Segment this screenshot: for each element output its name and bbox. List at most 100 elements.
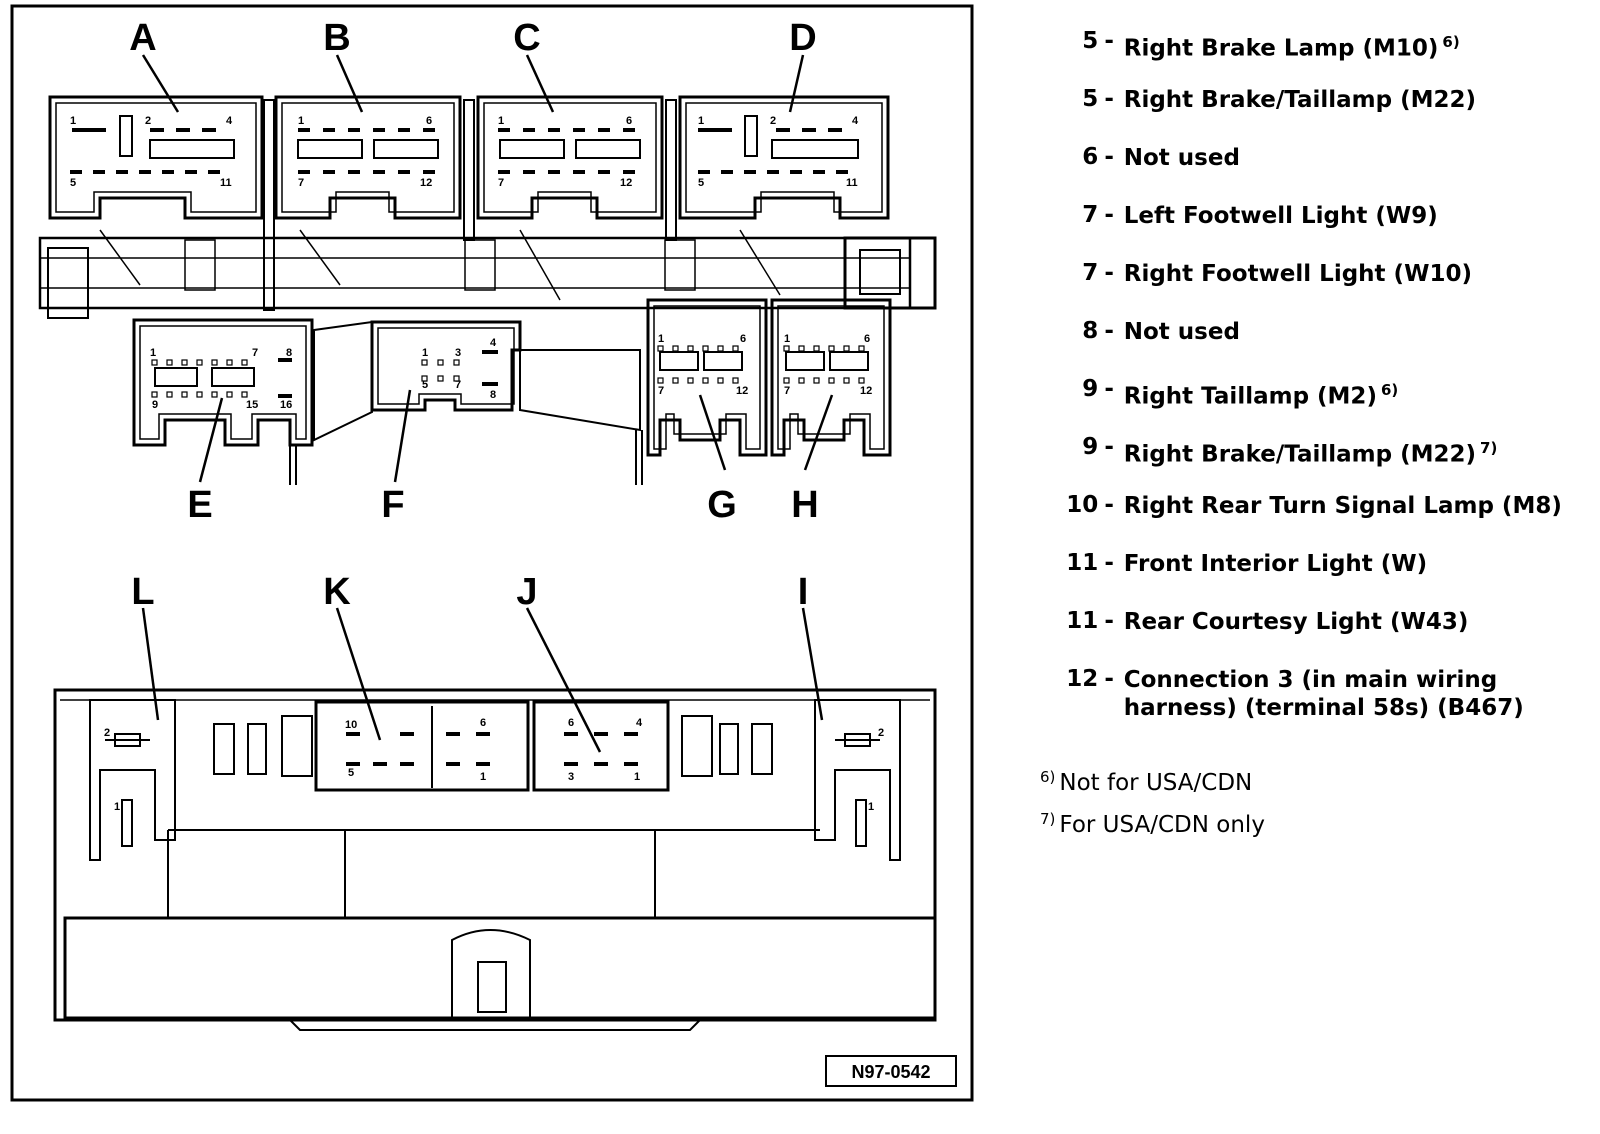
pin-k-5: 5	[348, 767, 354, 779]
legend-description-text: Rear Courtesy Light (W43)	[1123, 609, 1469, 635]
pin-slot	[598, 170, 610, 174]
pin-a-5: 5	[70, 177, 76, 189]
pin-slot	[594, 732, 608, 736]
footnote-text: Not for USA/CDN	[1059, 770, 1253, 796]
pin-slot	[798, 377, 805, 384]
pin-k-10: 10	[345, 719, 357, 731]
legend-item: 7-Right Footwell Light (W10)	[1040, 260, 1600, 318]
pin-c-12: 12	[620, 177, 632, 189]
legend-number: 12	[1066, 666, 1099, 692]
letter-b: B	[323, 17, 350, 59]
pin-e-16: 16	[280, 399, 292, 411]
letter-j: J	[516, 571, 537, 613]
pin-j-1: 1	[634, 771, 640, 783]
pin-slot	[373, 128, 385, 132]
pin-slot	[732, 345, 739, 352]
pin-slot	[687, 377, 694, 384]
pin-slot	[732, 377, 739, 384]
pin-slot	[802, 128, 816, 132]
pin-slot	[346, 762, 360, 766]
legend-description: Right Brake/Taillamp (M22)7)	[1124, 434, 1600, 469]
legend-description-text: Connection 3 (in main wiring harness) (t…	[1123, 667, 1524, 721]
pin-slot	[298, 128, 310, 132]
legend-description: Right Brake/Taillamp (M22)	[1124, 86, 1600, 114]
pin-slot	[348, 128, 360, 132]
pin-slot	[717, 377, 724, 384]
letter-e: E	[187, 484, 212, 526]
legend-description: Left Footwell Light (W9)	[1124, 202, 1600, 230]
connector-c-housing	[476, 95, 664, 220]
pin-slot	[564, 732, 578, 736]
legend-description-text: Not used	[1123, 145, 1240, 171]
pin-slot	[298, 170, 310, 174]
legend-dash: -	[1104, 86, 1114, 112]
pin-k-1: 1	[480, 771, 486, 783]
pin-slot	[783, 345, 790, 352]
legend-description: Right Taillamp (M2)6)	[1124, 376, 1600, 411]
pin-slot	[166, 359, 173, 366]
pin-slot	[211, 359, 218, 366]
pin-slot	[446, 732, 460, 736]
pin-d-11: 11	[846, 177, 858, 189]
pin-f-7: 7	[455, 379, 461, 391]
pin-slot	[672, 345, 679, 352]
pin-slot	[548, 170, 560, 174]
pin-k-6: 6	[480, 717, 486, 729]
letter-a: A	[129, 17, 156, 59]
pin-slot	[721, 170, 733, 174]
figure-id: N97-0542	[851, 1062, 930, 1082]
pin-slot	[166, 391, 173, 398]
pin-slot	[702, 377, 709, 384]
connector-diagram: A B C D E F G H L K J I 1 2 4 5 11 1 6 7…	[10, 4, 974, 1102]
pin-d-1: 1	[698, 115, 704, 127]
letter-i: I	[798, 571, 809, 613]
legend-footnote-ref: 6)	[1380, 381, 1399, 399]
pin-slot	[437, 375, 444, 382]
pin-f-1: 1	[422, 347, 428, 359]
pin-c-6: 6	[626, 115, 632, 127]
pin-slot	[813, 377, 820, 384]
legend-number: 5	[1082, 86, 1099, 112]
pin-slot	[687, 345, 694, 352]
pin-slot	[624, 732, 638, 736]
legend-description-text: Right Footwell Light (W10)	[1123, 261, 1472, 287]
pin-slot	[476, 732, 490, 736]
leader-lines	[141, 54, 834, 753]
pin-slot	[672, 377, 679, 384]
pin-slot	[185, 170, 197, 174]
pin-slot	[208, 170, 220, 174]
pin-slot	[348, 170, 360, 174]
pin-slot	[423, 128, 435, 132]
pin-slot	[564, 762, 578, 766]
letter-g: G	[707, 484, 737, 526]
pin-slot	[623, 128, 635, 132]
pin-slot	[162, 170, 174, 174]
pin-a-2: 2	[145, 115, 151, 127]
legend-description: Not used	[1124, 144, 1600, 172]
connector-h-housing	[770, 298, 892, 457]
legend-footnote-ref: 7)	[1480, 439, 1498, 457]
pin-slot	[72, 128, 106, 132]
pin-slot	[400, 762, 414, 766]
legend-item: 8-Not used	[1040, 318, 1600, 376]
legend-dash: -	[1104, 608, 1114, 634]
pin-slot	[828, 345, 835, 352]
legend-number: 8	[1082, 318, 1099, 344]
legend-number: 9	[1082, 434, 1099, 460]
legend-number: 7	[1082, 260, 1099, 286]
pin-slot	[181, 359, 188, 366]
connector-l-housing	[89, 699, 176, 861]
legend-item: 5-Right Brake/Taillamp (M22)	[1040, 86, 1600, 144]
bottom-housing	[53, 688, 937, 1031]
pin-slot	[744, 170, 756, 174]
pin-b-1: 1	[298, 115, 304, 127]
legend-item: 9-Right Brake/Taillamp (M22)7)	[1040, 434, 1600, 492]
pin-slot	[151, 359, 158, 366]
pin-g-6: 6	[740, 333, 746, 345]
legend-dash: -	[1104, 376, 1114, 402]
legend-description: Connection 3 (in main wiring harness) (t…	[1124, 666, 1600, 722]
pin-b-6: 6	[426, 115, 432, 127]
pin-d-5: 5	[698, 177, 704, 189]
pin-slot	[623, 170, 635, 174]
